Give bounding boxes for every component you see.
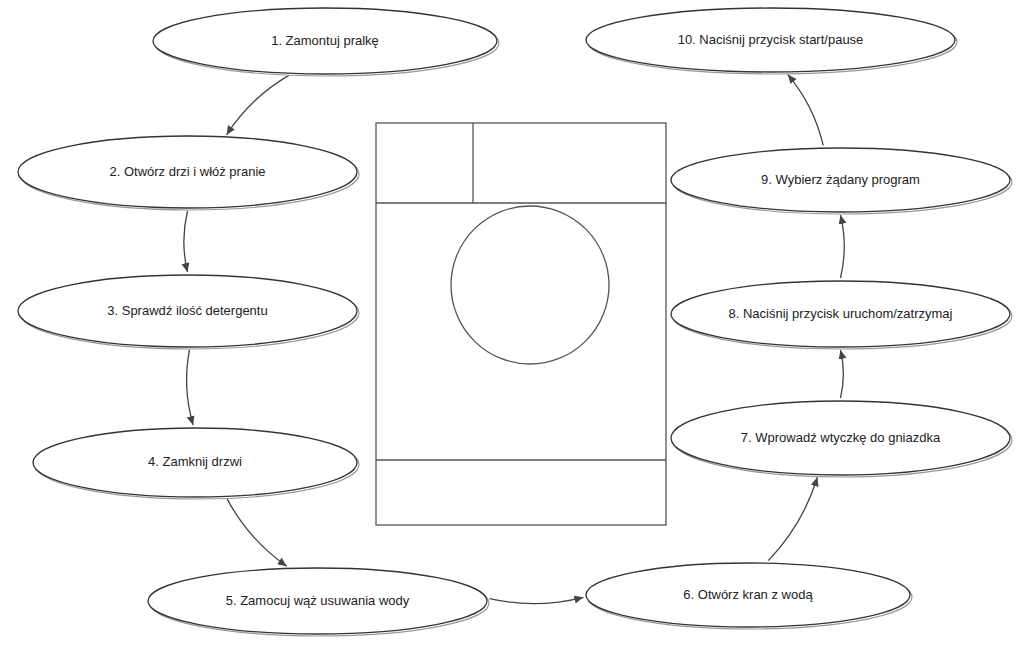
flow-arrow [490, 597, 584, 603]
process-ellipse: 5. Zamocuj wąż usuwania wody [145, 565, 490, 637]
ellipse-border [671, 401, 1010, 475]
ellipse-border [148, 568, 487, 634]
flow-arrow [227, 499, 287, 567]
flow-arrow [227, 75, 289, 134]
process-ellipse: 6. Otwórz kran z wodą [583, 560, 913, 630]
process-ellipse: 10. Naciśnij przycisk start/pause [583, 5, 958, 75]
step-text: 8. Naciśnij przycisk uruchom/zatrzymaj [713, 306, 968, 322]
machine-body [376, 123, 666, 525]
ellipse-border [671, 148, 1010, 212]
process-ellipse: 1. Zamontuj pralkę [150, 5, 500, 77]
plinth-line [376, 459, 666, 460]
process-ellipse: 3. Sprawdź ilość detergentu [15, 272, 360, 350]
process-ellipse: 7. Wprowadź wtyczkę do gniazdka [668, 398, 1013, 478]
ellipse-border [18, 275, 357, 347]
process-ellipse: 4. Zamknij drzwi [30, 425, 360, 500]
flow-arrow [841, 350, 844, 398]
panel-line [376, 202, 666, 203]
flow-arrow [788, 75, 823, 146]
flow-arrow [184, 211, 188, 272]
step-text: 10. Naciśnij przycisk start/pause [632, 32, 910, 48]
step-text: 9. Wybierz żądany program [713, 172, 968, 188]
flow-arrow [768, 477, 817, 560]
ellipse-border [18, 136, 357, 208]
flow-arrow [187, 350, 194, 425]
flow-arrow [841, 215, 845, 278]
process-ellipse: 9. Wybierz żądany program [668, 145, 1013, 215]
step-text: 7. Wprowadź wtyczkę do gniazdka [713, 430, 968, 446]
panel-divider [472, 123, 473, 203]
step-text: 5. Zamocuj wąż usuwania wody [190, 593, 445, 609]
ellipse-border [586, 8, 955, 72]
washing-machine [376, 123, 666, 525]
ellipse-border [33, 428, 357, 497]
step-text: 6. Otwórz kran z wodą [626, 587, 870, 603]
step-text: 2. Otwórz drzi i włóż pranie [60, 164, 315, 180]
machine-door [451, 206, 609, 364]
ellipse-border [586, 563, 910, 627]
process-ellipse: 2. Otwórz drzi i włóż pranie [15, 133, 360, 211]
ellipse-border [153, 8, 497, 74]
step-text: 3. Sprawdź ilość detergentu [60, 303, 315, 319]
process-ellipse: 8. Naciśnij przycisk uruchom/zatrzymaj [668, 278, 1013, 350]
step-text: 1. Zamontuj pralkę [196, 33, 455, 49]
ellipse-border [671, 281, 1010, 347]
step-text: 4. Zamknij drzwi [73, 454, 317, 470]
